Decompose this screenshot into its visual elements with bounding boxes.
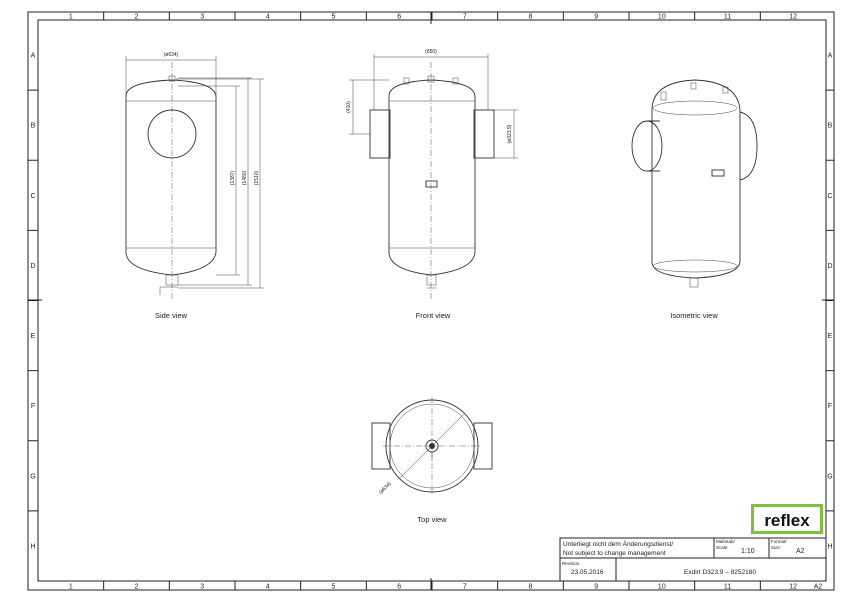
column-label-bottom: 2 [135,584,139,591]
side-top-vent [168,75,176,82]
column-label-bottom: 5 [332,584,336,591]
column-label-top: 10 [658,14,666,21]
scale-label-de: Maßstab/ [716,539,736,544]
title-block-frame [559,537,827,582]
side-view: (ø634) (1387) (1480) (1510) Side view [125,52,264,320]
side-drain-valve [165,274,179,286]
iso-outlet-nozzle [739,111,758,181]
column-label-top: 2 [135,14,139,21]
column-label-bottom: 6 [397,584,401,591]
front-outlet-nozzle [473,109,495,159]
column-label-bottom: 9 [594,584,598,591]
iso-drain-valve [689,277,699,288]
top-diameter-label: (ø634) [378,481,393,496]
sheet-size-corner: A2 [814,584,823,591]
column-label-top: 8 [529,14,533,21]
iso-seam-bottom [652,259,738,273]
row-label-left: A [31,53,36,60]
revision-date: 23.05.2016 [571,569,604,576]
column-label-bottom: 7 [463,584,467,591]
side-view-caption: Side view [155,311,188,320]
format-label-de: Format/ [771,539,787,544]
column-label-bottom: 12 [789,584,797,591]
row-label-left: H [30,543,35,550]
front-lifting-lug-left [403,77,410,85]
column-label-top: 6 [397,14,401,21]
scale-label-en: Scale: [716,545,729,550]
row-label-right: A [828,53,833,60]
scale-value: 1:10 [741,548,755,555]
front-inlet-nozzle [369,109,391,159]
front-nameplate [425,180,438,188]
column-label-top: 12 [789,14,797,21]
column-label-top: 3 [200,14,204,21]
row-label-right: B [828,123,833,130]
column-label-bottom: 10 [658,584,666,591]
title-block: reflex Unterliegt nicht dem Änderungsdie… [559,504,827,582]
column-label-top: 5 [332,14,336,21]
row-label-right: C [827,193,832,200]
column-label-top: 9 [594,14,598,21]
iso-seam-top [652,100,738,116]
column-label-bottom: 8 [529,584,533,591]
side-h1-label: (1387) [230,170,236,185]
iso-lug-right [722,86,729,94]
front-width-label: (850) [425,49,437,55]
iso-top-vent [690,82,697,90]
product-designation: Exdirt D323.9 – 8252180 [684,569,756,576]
side-h2-label: (1480) [242,170,248,185]
isometric-view-caption: Isometric view [670,311,718,320]
front-view-caption: Front view [416,311,451,320]
iso-lug-left [660,91,667,101]
logo-inner [754,507,820,531]
row-label-right: G [827,473,832,480]
column-label-top: 7 [463,14,467,21]
side-vessel-body [125,79,217,276]
isometric-view: Isometric view [631,79,758,320]
revision-label: Revision [562,561,580,566]
iso-inlet-nozzle [631,120,663,172]
reflex-logo: reflex [764,511,810,530]
front-top-vent [427,75,435,83]
row-label-left: D [30,263,35,270]
column-label-bottom: 1 [69,584,73,591]
top-view-caption: Top view [417,515,447,524]
change-note-en: Not subject to change management [563,550,666,557]
column-label-bottom: 11 [724,584,731,591]
front-vessel-body [388,79,476,276]
row-label-right: F [828,403,832,410]
column-label-top: 11 [724,14,731,21]
row-label-left: E [31,333,36,340]
column-label-top: 1 [69,14,73,21]
iso-inlet-neck [647,120,660,172]
format-label-en: Size: [771,545,781,550]
change-note-de: Unterliegt nicht dem Änderungsdienst/ [563,540,673,548]
row-label-left: F [31,403,35,410]
row-label-right: E [828,333,833,340]
row-label-left: B [31,123,36,130]
top-diameter-dim-line [398,412,466,480]
side-h3-label: (1510) [254,170,260,185]
iso-nameplate [711,169,725,177]
front-dn-label: (ø323.9) [507,124,513,143]
column-label-bottom: 4 [266,584,270,591]
column-label-bottom: 3 [200,584,204,591]
iso-vessel-body [651,79,741,279]
column-label-top: 4 [266,14,270,21]
row-label-right: H [827,543,832,550]
top-view: (ø634) Top view [371,397,493,524]
front-lifting-lug-right [452,77,459,85]
inner-frame [37,19,827,582]
front-nozzle-label: (410) [346,101,352,113]
side-width-label: (ø634) [164,52,179,58]
row-label-left: G [30,473,35,480]
front-view: (850) (410) (ø323.9) Front view [346,49,518,320]
row-label-right: D [827,263,832,270]
format-value: A2 [796,548,805,555]
front-drain-valve [426,274,437,286]
row-label-left: C [30,193,35,200]
